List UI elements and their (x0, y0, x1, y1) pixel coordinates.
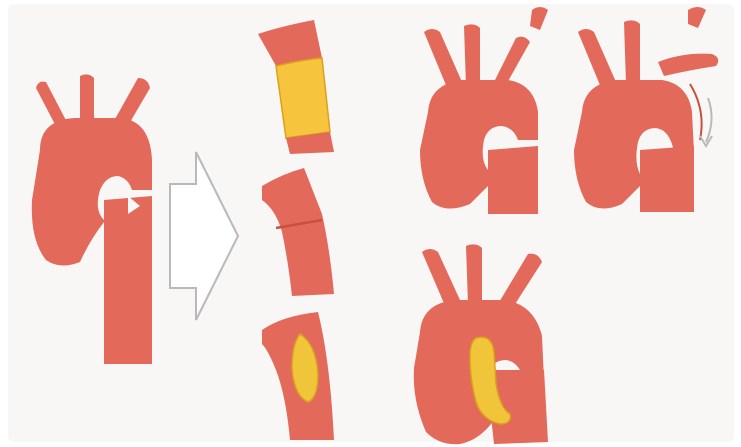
divided-subclavian-stump (530, 7, 548, 30)
flap-branch-middle (464, 24, 480, 86)
coarctation-aorta (32, 74, 152, 364)
patch-arch-branch-middle (466, 244, 482, 304)
turned-descending (640, 146, 694, 212)
end-to-end-anastomosis (262, 168, 334, 296)
patch-aortoplasty (262, 312, 334, 440)
flap-branch-left (424, 29, 462, 90)
tube-graft (276, 58, 330, 138)
patch-arch-branch-left (422, 249, 460, 308)
anastomosis-segment (262, 168, 334, 296)
turned-branch-left (578, 29, 616, 90)
subclavian-flap-turned (574, 7, 718, 212)
subclavian-flap-arch (420, 7, 548, 214)
patch-arch (414, 244, 548, 444)
descending-aorta (104, 196, 152, 364)
right-arrow-icon (170, 152, 238, 320)
flap-descending (488, 146, 538, 214)
flap-tip (688, 7, 706, 28)
subclavian-flap-strip (658, 54, 718, 76)
interposition-graft (258, 20, 334, 154)
turned-branch-middle (624, 20, 640, 84)
